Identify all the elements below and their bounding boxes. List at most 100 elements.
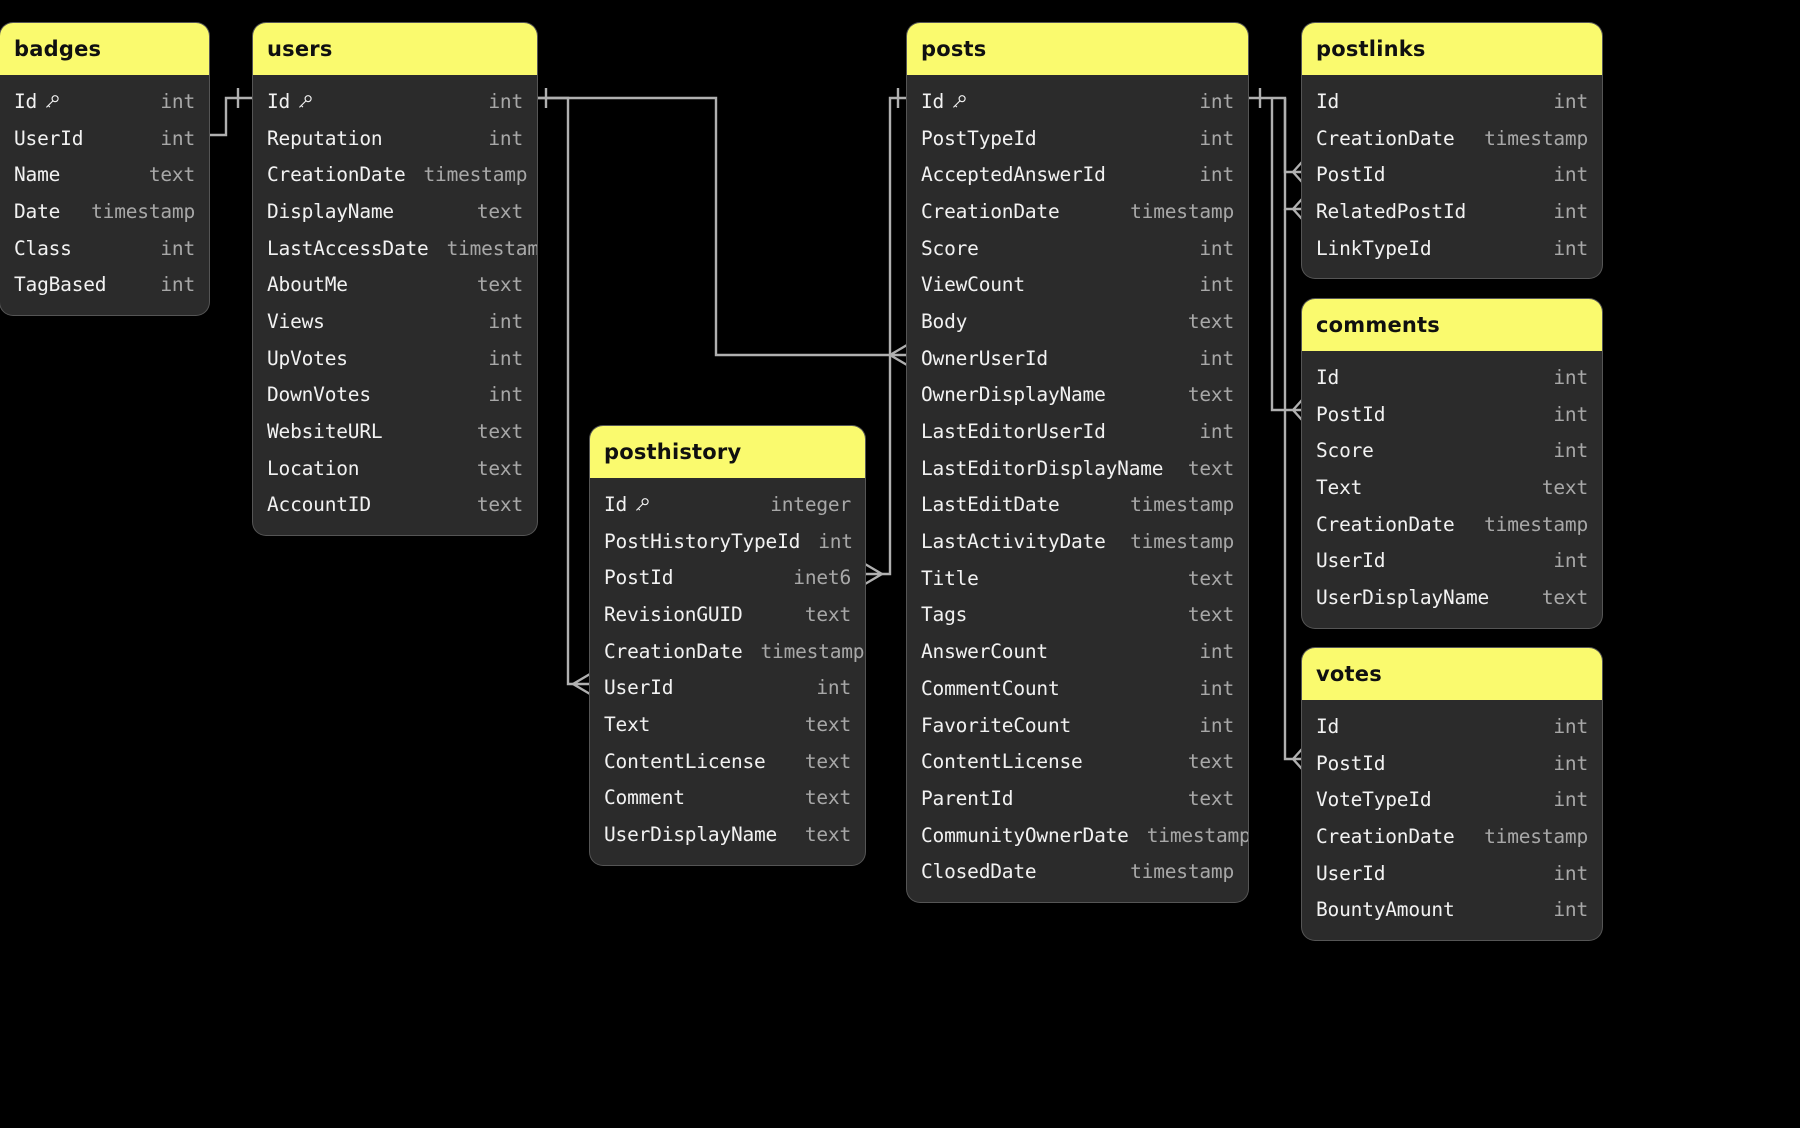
field-name: PostId [1316,403,1385,426]
field-name: UserDisplayName [1316,586,1489,609]
field-type: int [1553,861,1588,885]
field-name: DownVotes [267,383,371,406]
field-name: Id [1316,715,1339,738]
field-type: int [1553,163,1588,187]
field-name-label: OwnerDisplayName [921,383,1106,407]
link-posts-id-postlinks-postid [1248,88,1303,183]
field-type: text [804,602,851,626]
field-type: text [476,493,523,517]
field-name-label: UserId [14,126,84,150]
key-icon [951,94,968,111]
field-type: text [1187,603,1234,627]
field-name-label: CreationDate [1316,824,1455,848]
field-name-label: Body [921,309,968,333]
field-type: timestamp [1130,530,1234,554]
field-name-label: FavoriteCount [921,713,1072,737]
field-type: timestamp [1130,199,1234,223]
field-name: Body [921,310,967,333]
field-type: int [160,236,195,260]
field-row[interactable]: LastAccessDatetimestamp [253,230,537,267]
field-name: AboutMe [267,273,348,296]
field-name: Date [14,200,60,223]
link-posts-id-postlinks-relatedpostid [1283,98,1303,220]
